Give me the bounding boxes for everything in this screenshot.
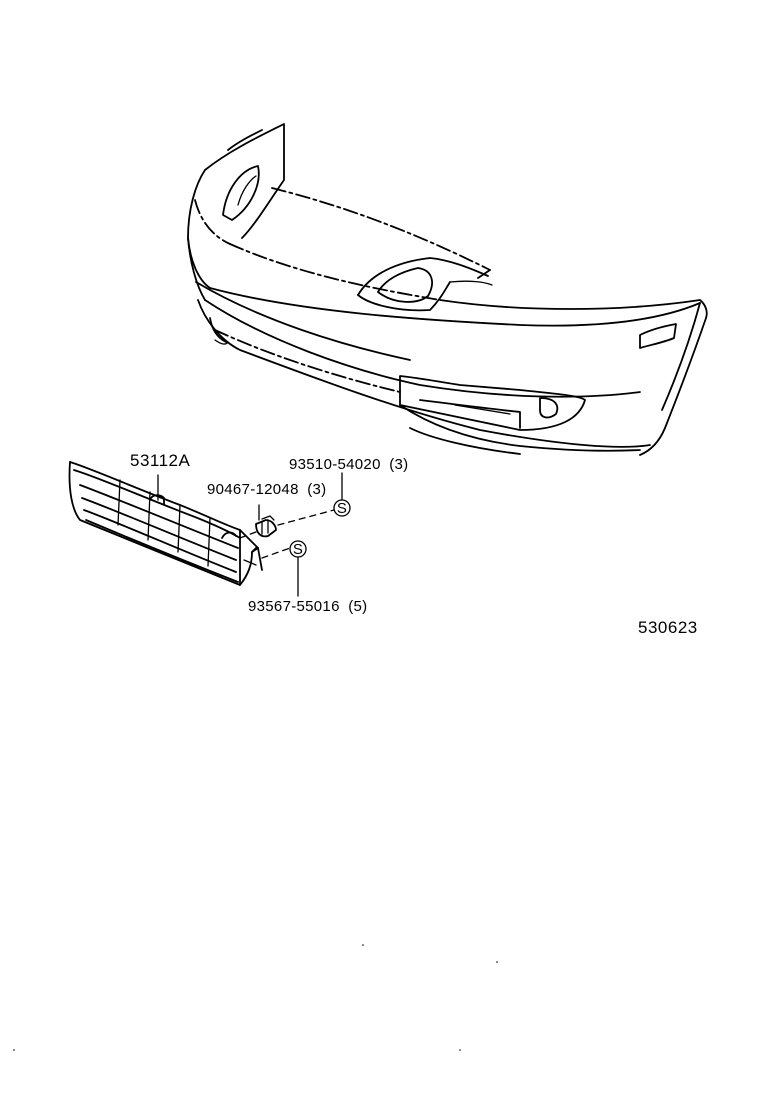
front-bumper-drawing <box>187 123 708 456</box>
screw-a-part-number: 93510-54020 (3) <box>289 456 408 473</box>
illustration-number: 530623 <box>638 618 698 637</box>
grille-drawing <box>68 461 263 586</box>
screw-b-symbol-icon: S <box>289 540 307 558</box>
clip-dash-line <box>239 531 257 539</box>
clip-drawing <box>255 504 277 538</box>
screw-a-symbol: S <box>337 500 347 517</box>
grille-part-number: 53112A <box>130 451 191 470</box>
clip-part-number: 90467-12048 (3) <box>207 481 326 498</box>
screw-a-symbol-icon: S <box>333 499 351 517</box>
scan-specks <box>13 944 498 1051</box>
screw-b-symbol: S <box>293 541 303 558</box>
screw-a-dash-line <box>277 509 335 526</box>
screw-b-dash-line <box>261 547 291 559</box>
screw-b-part-number: 93567-55016 (5) <box>248 598 367 615</box>
